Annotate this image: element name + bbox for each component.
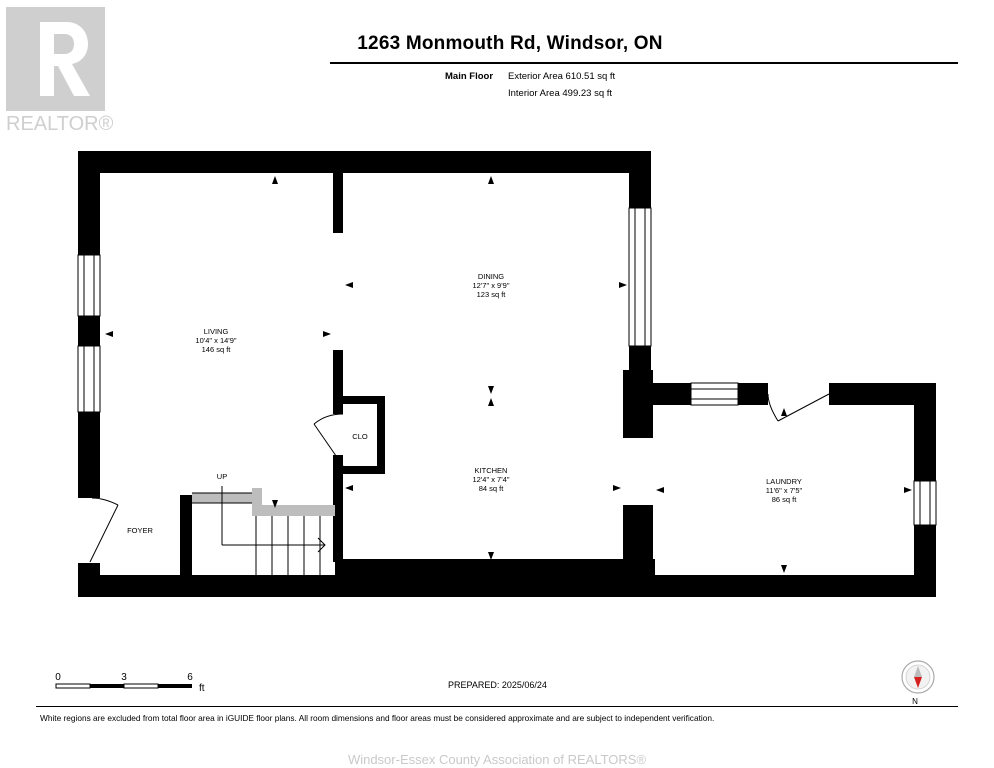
room-labels: LIVING 10'4" x 14'9" 146 sq ft DINING 12… xyxy=(127,272,802,535)
living-name: LIVING xyxy=(204,327,229,336)
dining-name: DINING xyxy=(478,272,504,281)
closet-label: CLO xyxy=(352,432,368,441)
floor-label: Main Floor xyxy=(445,71,494,82)
windows xyxy=(77,207,937,526)
compass-icon: N xyxy=(901,660,935,706)
doors xyxy=(89,393,830,563)
page-title: 1263 Monmouth Rd, Windsor, ON xyxy=(357,33,663,54)
scale-bar: 0 3 6 ft xyxy=(55,672,205,694)
laundry-dims: 11'6" x 7'5" xyxy=(766,486,803,495)
logo-wordmark: REALTOR® xyxy=(6,113,114,135)
scale-tick-6: 6 xyxy=(187,672,193,683)
prepared-date: PREPARED: 2025/06/24 xyxy=(448,680,547,690)
walls xyxy=(78,151,936,597)
scale-tick-0: 0 xyxy=(55,672,61,683)
kitchen-dims: 12'4" x 7'4" xyxy=(473,475,510,484)
interior-area: Interior Area 499.23 sq ft xyxy=(508,88,613,99)
laundry-area: 86 sq ft xyxy=(772,495,798,504)
dining-dims: 12'7" x 9'9" xyxy=(473,281,510,290)
dimension-arrows xyxy=(105,176,912,573)
scale-tick-3: 3 xyxy=(121,672,127,683)
foyer-label: FOYER xyxy=(127,526,153,535)
footer-divider xyxy=(36,706,958,707)
kitchen-area: 84 sq ft xyxy=(479,484,505,493)
living-dims: 10'4" x 14'9" xyxy=(195,336,236,345)
stairs xyxy=(192,486,335,577)
stairs-up-label: UP xyxy=(217,472,227,481)
exterior-area: Exterior Area 610.51 sq ft xyxy=(508,71,616,82)
compass-north-label: N xyxy=(912,697,918,706)
laundry-name: LAUNDRY xyxy=(766,477,802,486)
kitchen-name: KITCHEN xyxy=(475,466,508,475)
living-area: 146 sq ft xyxy=(202,345,232,354)
dining-area: 123 sq ft xyxy=(477,290,507,299)
disclaimer-text: White regions are excluded from total fl… xyxy=(40,713,715,723)
realtor-logo: REALTOR® xyxy=(0,0,118,140)
scale-unit: ft xyxy=(199,683,205,694)
title-divider xyxy=(330,62,958,64)
footer-watermark: Windsor-Essex County Association of REAL… xyxy=(347,752,647,767)
